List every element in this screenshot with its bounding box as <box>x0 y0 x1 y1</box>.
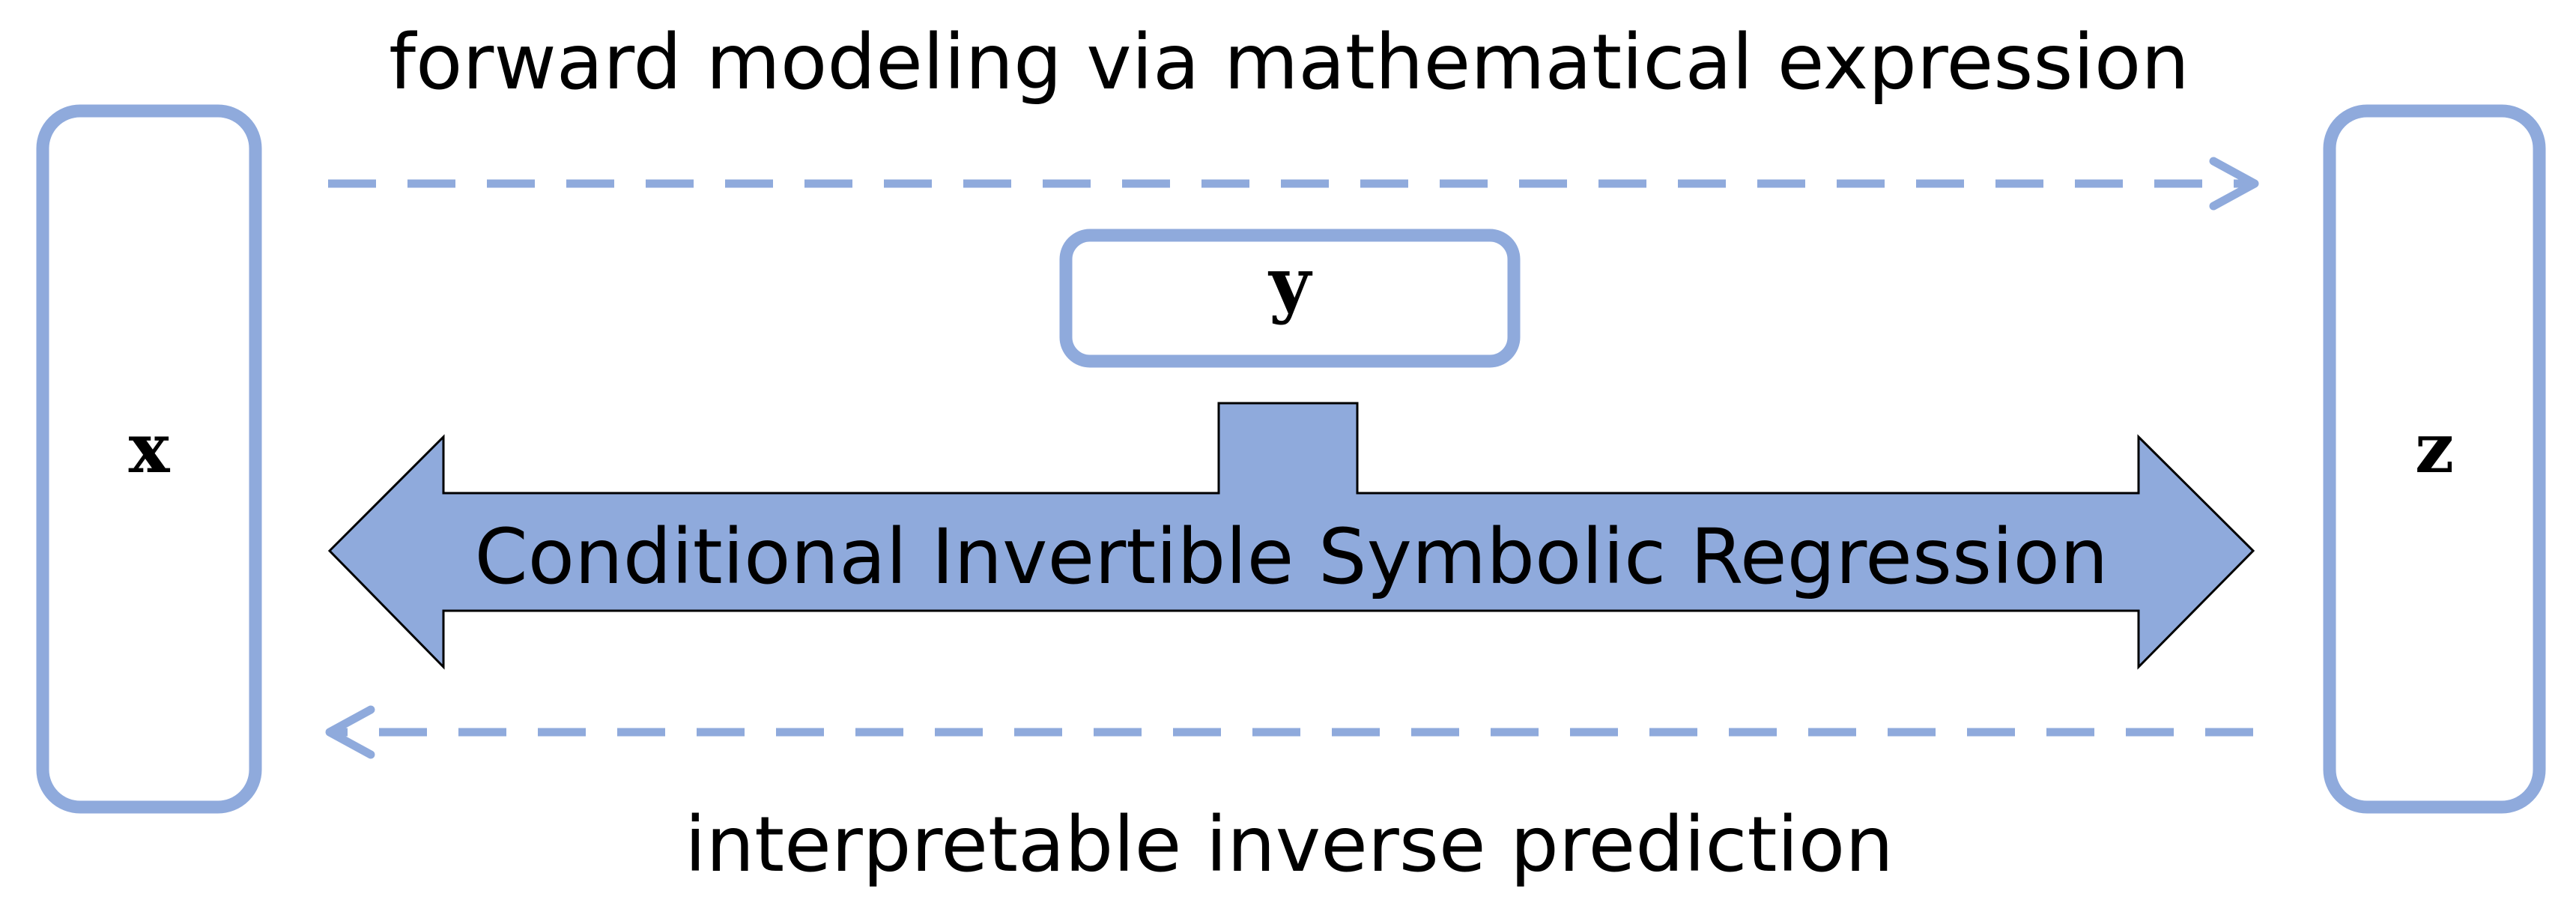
top-caption: forward modeling via mathematical expres… <box>389 18 2189 107</box>
inverse-dashed-arrow <box>325 705 2253 759</box>
cisr-double-arrow: Conditional Invertible Symbolic Regressi… <box>327 402 2255 670</box>
right-node-box <box>2323 104 2546 814</box>
condition-node-y: y <box>1059 229 1521 368</box>
double-arrow-shape <box>327 402 2255 670</box>
forward-dashed-arrow <box>328 157 2259 211</box>
inverse-arrowhead-icon <box>325 705 375 759</box>
condition-node-label: y <box>1267 241 1313 326</box>
right-node-z: z <box>2323 104 2546 814</box>
bottom-caption: interpretable inverse prediction <box>685 800 1894 890</box>
forward-arrowhead-icon <box>2209 157 2259 211</box>
left-node-box <box>36 104 262 814</box>
left-node-label: x <box>129 408 171 489</box>
right-node-label: z <box>2415 408 2454 489</box>
double-arrow-label: Conditional Invertible Symbolic Regressi… <box>474 513 2108 602</box>
left-node-x: x <box>36 104 262 814</box>
condition-node-box <box>1059 229 1521 368</box>
